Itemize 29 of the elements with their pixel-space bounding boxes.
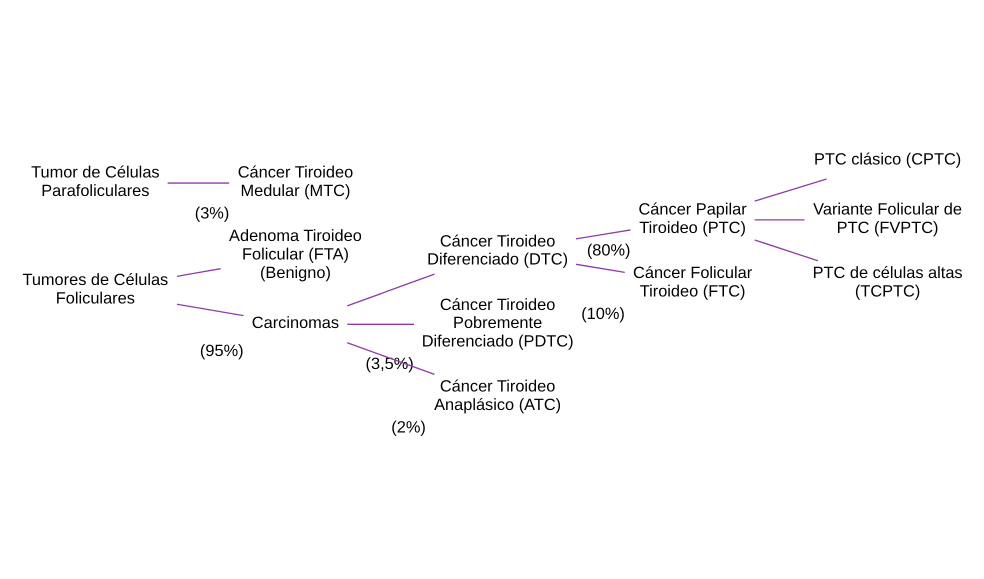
connector: [575, 228, 630, 240]
node-text: Carcinomas: [251, 314, 339, 332]
node-label: (10%): [580, 304, 624, 322]
connector: [167, 182, 229, 184]
node-label: (3%): [194, 204, 229, 222]
connector: [754, 178, 826, 202]
connector: [346, 273, 434, 306]
node-label: (80%): [586, 241, 630, 260]
node-label: (2%): [390, 418, 426, 436]
node-text: Cáncer Tiroideo Medular (MTC): [237, 163, 353, 200]
node-text: PTC clásico (CPTC): [813, 150, 961, 168]
connector: [346, 342, 434, 375]
node-text: Adenoma Tiroideo Folicular (FTA) (Benigno): [228, 226, 362, 282]
node-text: Cáncer Tiroideo Pobremente Diferenciado (PDTC): [421, 295, 574, 350]
node-text: Variante Folicular de PTC (FVPTC): [812, 200, 962, 236]
node-text: Cáncer Tiroideo Anaplásico (ATC): [434, 377, 561, 414]
node-label: (95%): [199, 341, 244, 360]
connector: [346, 323, 414, 324]
node-text: Cáncer Papilar Tiroideo (PTC): [638, 200, 746, 236]
node-text: PTC de células altas (TCPTC): [812, 264, 962, 300]
connector: [754, 218, 804, 220]
node-text: Tumor de Células Parafoliculares: [30, 163, 160, 200]
connector: [575, 263, 624, 273]
connector: [176, 268, 220, 277]
node-text: Tumores de Células Foliculares: [22, 270, 168, 308]
connector: [754, 238, 818, 261]
node-text: Cáncer Tiroideo Diferenciado (DTC): [426, 232, 568, 268]
node-text: Cáncer Folicular Tiroideo (FTC): [632, 264, 752, 300]
connector: [176, 303, 244, 316]
